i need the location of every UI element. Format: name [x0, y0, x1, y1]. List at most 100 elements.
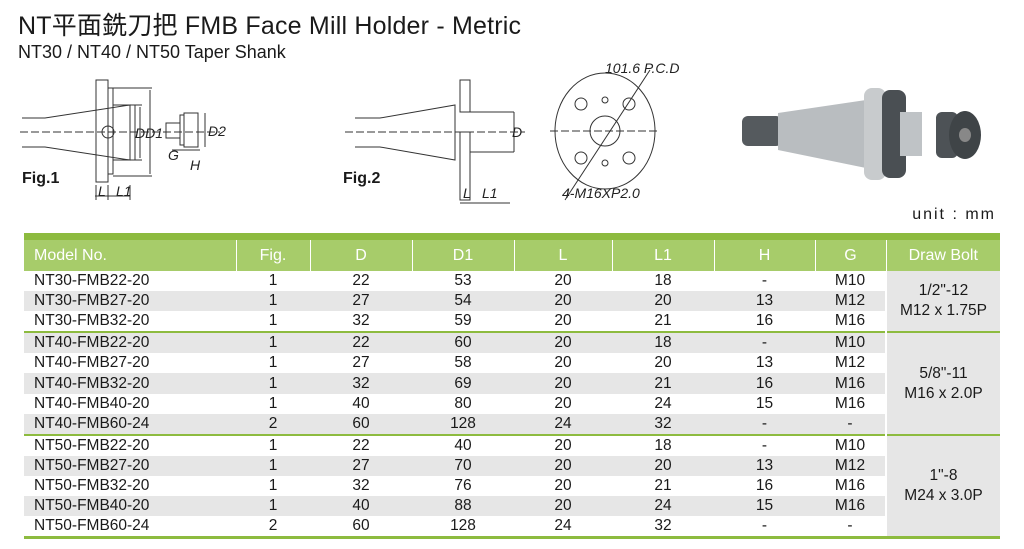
value-cell: M16: [815, 373, 886, 394]
fig1-drawing: [20, 79, 220, 200]
value-cell: 1: [236, 496, 310, 517]
value-cell: 54: [412, 291, 514, 312]
face-view-drawing: [550, 69, 660, 201]
value-cell: 1: [268, 476, 278, 494]
value-cell: 1: [268, 394, 278, 412]
column-header: L1: [611, 236, 714, 271]
value-cell: M10: [815, 433, 886, 456]
value-cell: 32: [310, 373, 412, 394]
value-cell: -: [847, 517, 853, 535]
value-cell: 20: [654, 354, 672, 372]
value-cell: 13: [755, 354, 774, 372]
model-cell: NT50-FMB60-24: [34, 517, 150, 535]
face-holes-label: 4-M16XP2.0: [562, 185, 640, 201]
value-cell: 20: [554, 272, 572, 290]
value-cell: 80: [454, 394, 472, 412]
fig1-dim-dd1: DD1: [135, 125, 163, 141]
face-pcd-label: 101.6 P.C.D: [605, 60, 679, 76]
value-cell: 20: [612, 455, 714, 476]
product-photo: [742, 88, 981, 180]
unit-label: unit : mm: [912, 206, 996, 223]
technical-drawings: DD1 D2 G H L L1 D L L1 101.6 P.C.D 4-M16…: [20, 60, 981, 204]
value-cell: M12: [834, 354, 866, 372]
value-cell: 24: [612, 496, 714, 517]
value-cell: 59: [454, 312, 472, 330]
model-cell: NT40-FMB32-20: [24, 373, 236, 394]
value-cell: -: [761, 272, 768, 290]
value-cell: 69: [412, 373, 514, 394]
value-cell: -: [815, 413, 886, 435]
column-header: Fig.: [235, 236, 310, 271]
value-cell: 1: [236, 331, 310, 354]
value-cell: 15: [755, 394, 774, 412]
value-cell: 18: [612, 331, 714, 354]
column-header: L: [513, 236, 612, 271]
page-title: NT平面銑刀把 FMB Face Mill Holder - Metric: [18, 12, 522, 40]
value-cell: 20: [554, 312, 572, 330]
value-cell: 1: [236, 455, 310, 476]
value-cell: -: [714, 331, 815, 354]
value-cell: 1: [236, 291, 310, 312]
fig2-dim-l: L: [463, 185, 471, 201]
page-subtitle: NT30 / NT40 / NT50 Taper Shank: [18, 42, 286, 62]
fig2-label: Fig.2: [343, 170, 381, 187]
value-cell: 40: [310, 496, 412, 517]
value-cell: 13: [714, 455, 815, 476]
value-cell: 32: [612, 413, 714, 435]
value-cell: -: [761, 517, 768, 535]
value-cell: M16: [834, 476, 866, 494]
value-cell: 58: [454, 354, 472, 372]
value-cell: 20: [514, 291, 612, 312]
draw-bolt-spec: 5/8"-11: [919, 364, 968, 382]
value-cell: 60: [310, 413, 412, 435]
fig2-dim-l1: L1: [482, 185, 498, 201]
value-cell: 20: [554, 354, 572, 372]
value-cell: 22: [352, 272, 370, 290]
value-cell: -: [714, 433, 815, 456]
value-cell: 27: [352, 354, 370, 372]
value-cell: 13: [714, 291, 815, 312]
value-cell: 76: [454, 476, 472, 494]
value-cell: 1: [268, 272, 278, 290]
model-cell: NT40-FMB60-24: [24, 413, 236, 435]
model-cell: NT50-FMB27-20: [24, 455, 236, 476]
value-cell: 40: [412, 433, 514, 456]
value-cell: 2: [268, 517, 278, 535]
value-cell: M12: [815, 455, 886, 476]
model-cell: NT30-FMB32-20: [34, 312, 150, 330]
fig1-dim-d2: D2: [208, 123, 226, 139]
fig2-drawing: [345, 79, 525, 204]
value-cell: 27: [310, 291, 412, 312]
value-cell: 20: [514, 455, 612, 476]
model-cell: NT30-FMB27-20: [24, 291, 236, 312]
column-header: D1: [411, 236, 514, 271]
model-cell: NT40-FMB40-20: [34, 394, 150, 412]
value-cell: 20: [554, 476, 572, 494]
value-cell: 60: [352, 517, 370, 535]
fig1-label: Fig.1: [22, 170, 60, 187]
value-cell: 20: [514, 433, 612, 456]
draw-bolt-spec: M16 x 2.0P: [904, 384, 983, 402]
value-cell: M16: [815, 496, 886, 517]
value-cell: 128: [450, 517, 476, 535]
value-cell: 27: [310, 455, 412, 476]
value-cell: 16: [714, 373, 815, 394]
model-cell: NT40-FMB22-20: [24, 331, 236, 354]
value-cell: 88: [412, 496, 514, 517]
value-cell: 128: [412, 413, 514, 435]
value-cell: 60: [412, 331, 514, 354]
column-header: G: [814, 236, 886, 271]
value-cell: 21: [654, 476, 672, 494]
